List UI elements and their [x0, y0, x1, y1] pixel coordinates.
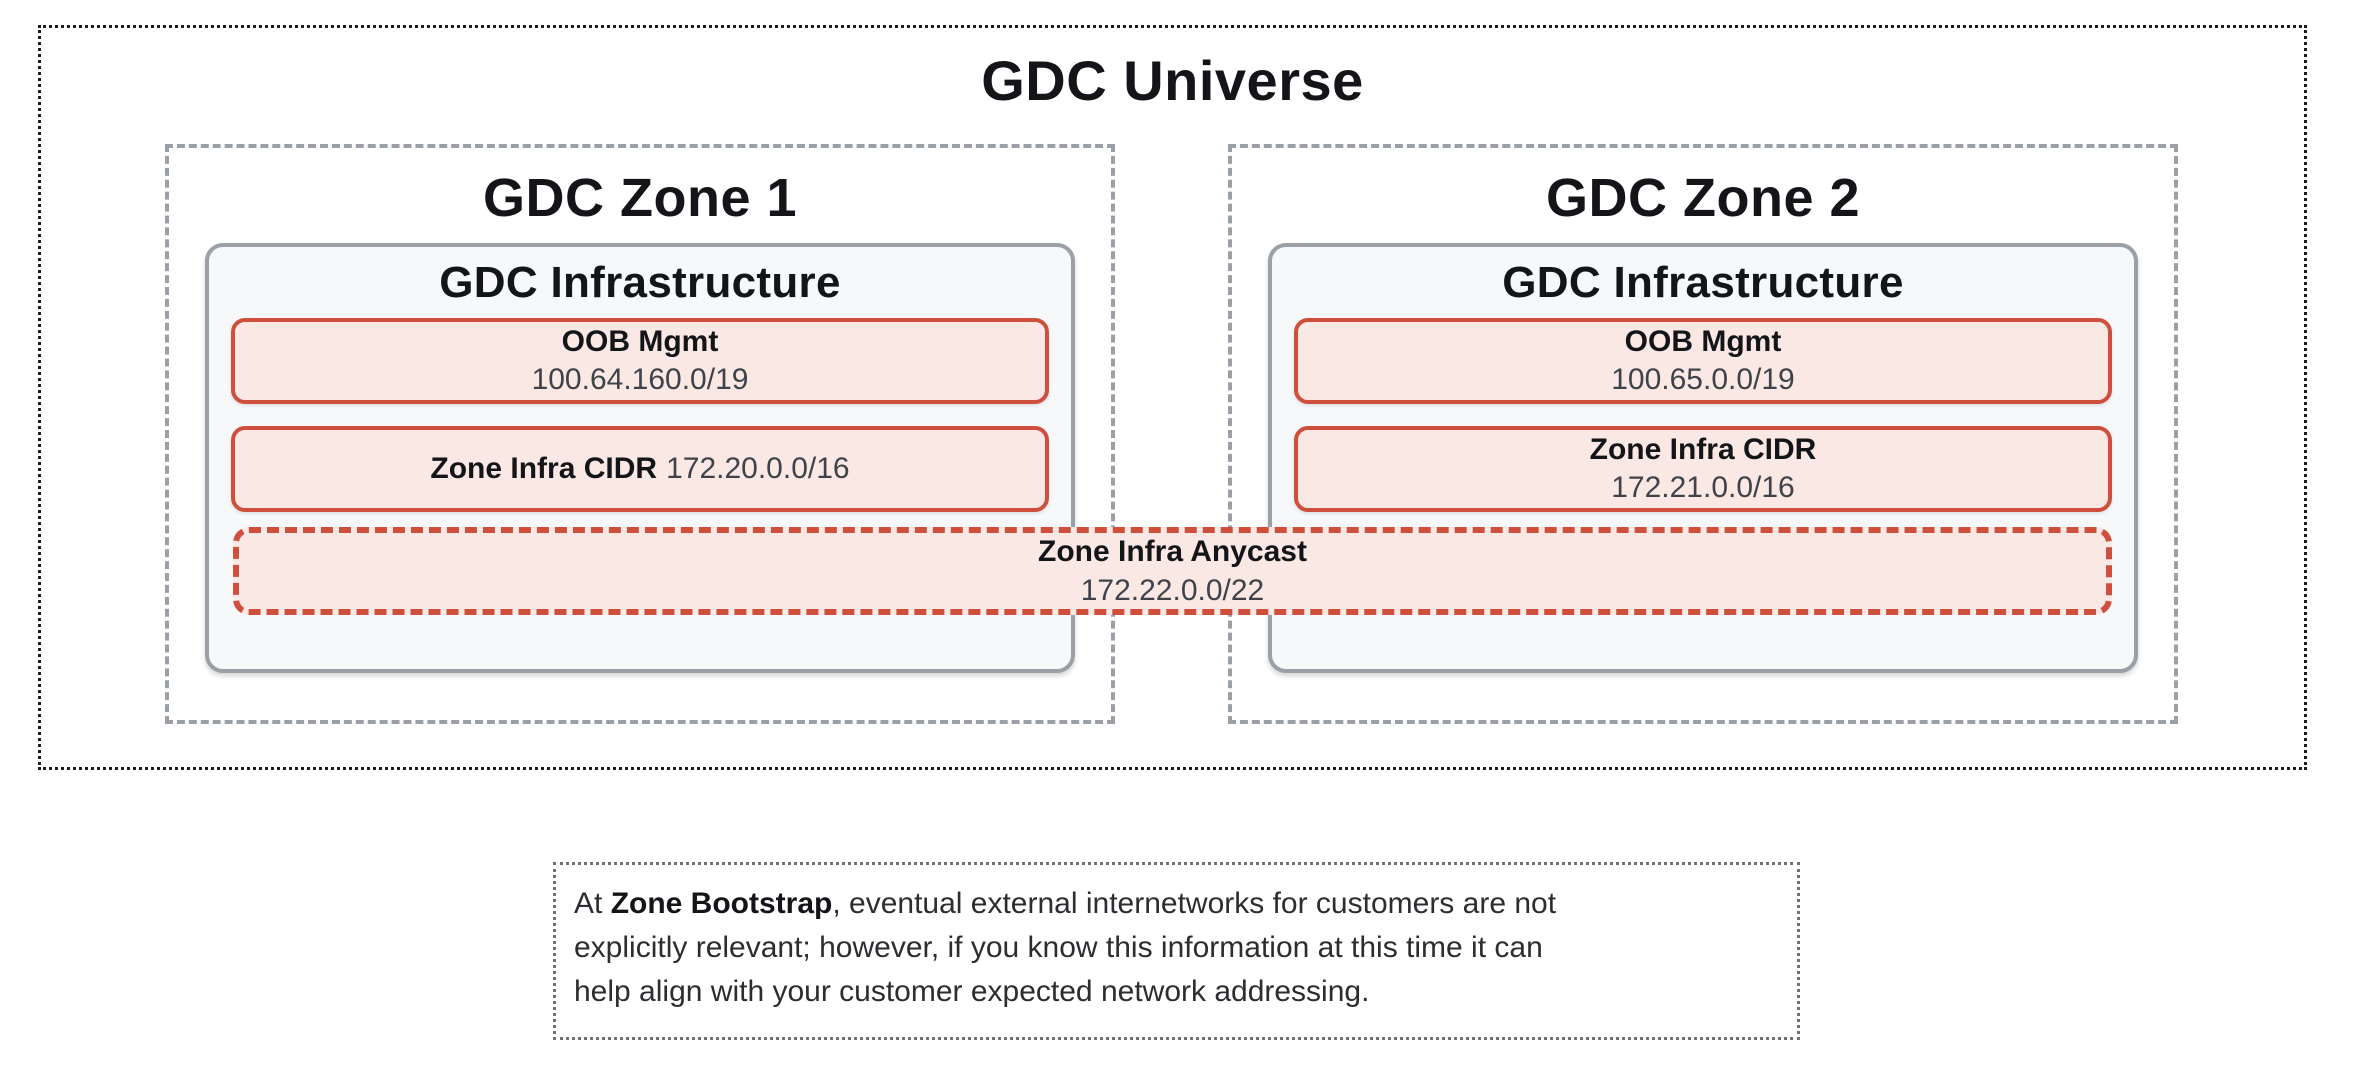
note-line-2: explicitly relevant; however, if you kno… [574, 931, 1543, 964]
note-line-3: help align with your customer expected n… [574, 975, 1370, 1008]
zone2-oob-mgmt-box: OOB Mgmt 100.65.0.0/19 [1294, 318, 2112, 404]
note-line1-prefix: At [574, 887, 611, 920]
zone-infra-anycast-cidr: 172.22.0.0/22 [1080, 574, 1265, 607]
zone2-infra-cidr-box: Zone Infra CIDR 172.21.0.0/16 [1294, 426, 2112, 512]
zone1-oob-mgmt-box: OOB Mgmt 100.64.160.0/19 [231, 318, 1049, 404]
zone-infra-anycast-label: Zone Infra Anycast [1038, 535, 1307, 568]
zone1-infrastructure-title: GDC Infrastructure [439, 258, 841, 307]
zone2-oob-mgmt-cidr: 100.65.0.0/19 [1611, 363, 1795, 396]
note-line-1: At Zone Bootstrap, eventual external int… [574, 882, 1779, 926]
note-box: At Zone Bootstrap, eventual external int… [553, 862, 1800, 1040]
zone2-oob-mgmt-label: OOB Mgmt [1624, 325, 1782, 358]
universe-box: GDC Universe [38, 25, 2307, 770]
zone1-oob-mgmt-label: OOB Mgmt [561, 325, 719, 358]
zone1-infra-cidr-label: Zone Infra CIDR [430, 452, 658, 485]
zone2-box: GDC Zone 2 GDC Infrastructure OOB Mgmt 1… [1228, 144, 2178, 724]
zone1-infra-cidr-value: 172.20.0.0/16 [666, 452, 850, 485]
zone-infra-anycast-box: Zone Infra Anycast 172.22.0.0/22 [233, 527, 2112, 615]
zone2-title: GDC Zone 2 [1545, 168, 1861, 228]
zone2-infra-cidr-value: 172.21.0.0/16 [1611, 471, 1795, 504]
note-line1-rest: , eventual external internetworks for cu… [832, 887, 1557, 920]
zone1-title: GDC Zone 1 [482, 168, 798, 228]
zone2-infra-cidr-label: Zone Infra CIDR [1589, 433, 1817, 466]
zone2-infrastructure-title: GDC Infrastructure [1502, 258, 1904, 307]
zone1-box: GDC Zone 1 GDC Infrastructure OOB Mgmt 1… [165, 144, 1115, 724]
note-bold-term: Zone Bootstrap [610, 887, 833, 920]
zone1-oob-mgmt-cidr: 100.64.160.0/19 [531, 363, 749, 396]
universe-title: GDC Universe [981, 49, 1364, 112]
